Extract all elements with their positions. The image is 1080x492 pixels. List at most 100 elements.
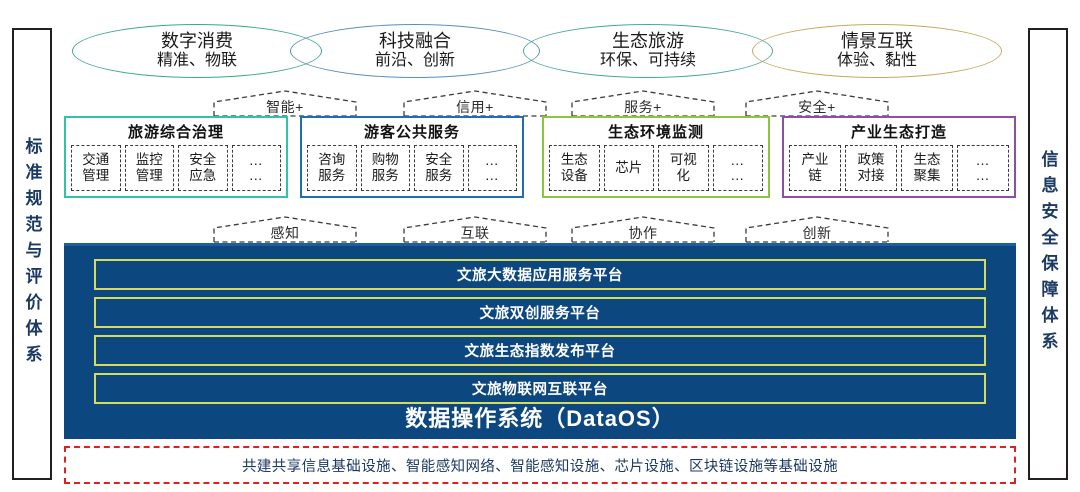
connector-perception: 感知 — [210, 214, 360, 244]
connector-label: 信用+ — [456, 99, 494, 115]
connector-label: 创新 — [802, 225, 832, 241]
infrastructure-strip: 共建共享信息基础设施、智能感知网络、智能感知设施、芯片设施、区块链设施等基础设施 — [64, 446, 1016, 484]
cell-line-2: … — [248, 167, 264, 183]
right-pillar-security: 信息安全保障体系 — [1028, 28, 1068, 480]
platform-bar-label: 文旅物联网互联平台 — [472, 382, 608, 398]
domain-cell-more[interactable]: … … — [467, 145, 517, 191]
domain-cell[interactable]: 安全 服务 — [414, 145, 464, 191]
left-pillar-standards: 标准规范与评价体系 — [12, 28, 52, 480]
connector-label: 互联 — [460, 225, 490, 241]
vision-title: 科技融合 — [378, 30, 451, 51]
panel-top-accent — [64, 243, 1016, 246]
domain-cell[interactable]: 交通 管理 — [71, 145, 121, 191]
domain-box-cells: 生态 设备 芯片 可视 化 … … — [549, 145, 763, 191]
vision-ellipse-text: 生态旅游 环保、可持续 — [600, 31, 696, 71]
domain-cell-more[interactable]: … … — [231, 145, 281, 191]
domain-box-cells: 交通 管理 监控 管理 安全 应急 … … — [71, 145, 281, 191]
cell-line-1: 安全 — [425, 151, 453, 167]
connector-label: 协作 — [628, 225, 658, 241]
cell-line-1: 购物 — [371, 151, 399, 167]
domain-cell[interactable]: 生态 聚集 — [901, 145, 953, 191]
cell-line-1: … — [730, 151, 746, 168]
domain-box-industry-ecosystem[interactable]: 产业生态打造 产业 链 政策 对接 生态 聚集 … … — [782, 116, 1016, 198]
connector-label: 服务+ — [624, 99, 662, 115]
pentagon-dashed-shape — [213, 216, 357, 243]
vision-ellipse-text: 科技融合 前沿、创新 — [375, 31, 455, 71]
cell-line-1: 监控 — [135, 151, 163, 167]
platform-bar-innovation[interactable]: 文旅双创服务平台 — [94, 297, 986, 328]
cell-line-1: … — [248, 151, 264, 168]
vision-subtitle: 精准、物联 — [156, 52, 237, 70]
vision-title: 数字消费 — [160, 30, 233, 51]
connector-interconnect: 互联 — [400, 214, 550, 244]
cell-line-2: … — [975, 167, 991, 183]
vision-subtitle: 环保、可持续 — [599, 52, 696, 70]
cell-line-2: 管理 — [82, 168, 110, 183]
cell-line-2: 服务 — [371, 168, 399, 183]
vision-ellipse-eco-tourism: 生态旅游 环保、可持续 — [523, 24, 773, 78]
domain-cell-more[interactable]: … … — [957, 145, 1009, 191]
cell-line-2: 化 — [676, 168, 691, 183]
domain-cell[interactable]: 政策 对接 — [845, 145, 897, 191]
cell-line-2: 应急 — [189, 168, 217, 183]
domain-cell[interactable]: 产业 链 — [789, 145, 841, 191]
vision-ellipse-digital-consumption: 数字消费 精准、物联 — [72, 24, 322, 78]
vision-subtitle: 体验、黏性 — [836, 52, 917, 70]
pentagon-dashed-shape — [571, 216, 715, 243]
connector-label: 智能+ — [266, 99, 304, 115]
vision-ellipse-tech-fusion: 科技融合 前沿、创新 — [290, 24, 540, 78]
cell-line-1: … — [975, 151, 991, 168]
vision-ellipse-text: 情景互联 体验、黏性 — [837, 31, 917, 71]
domain-box-cells: 咨询 服务 购物 服务 安全 服务 … … — [307, 145, 517, 191]
cell-line-2: 聚集 — [913, 168, 941, 183]
domain-cell[interactable]: 安全 应急 — [178, 145, 228, 191]
cell-line-1: 产业 — [801, 151, 829, 167]
data-os-title: 数据操作系统（DataOS） — [405, 406, 675, 431]
cell-line-1: 生态 — [913, 151, 941, 167]
domain-cell[interactable]: 可视 化 — [658, 145, 709, 191]
cell-line-1: 政策 — [857, 151, 885, 167]
connector-credit-plus: 信用+ — [400, 88, 550, 118]
connector-service-plus: 服务+ — [568, 88, 718, 118]
domain-cell[interactable]: 芯片 — [603, 145, 654, 191]
connector-label: 感知 — [270, 225, 300, 241]
domain-box-title: 生态环境监测 — [607, 124, 704, 141]
domain-box-tourism-governance[interactable]: 旅游综合治理 交通 管理 监控 管理 安全 应急 … … — [64, 116, 288, 198]
vision-ellipse-text: 数字消费 精准、物联 — [157, 31, 237, 71]
cell-line-1: 芯片 — [615, 159, 643, 175]
platform-panel: 文旅大数据应用服务平台 文旅双创服务平台 文旅生态指数发布平台 文旅物联网互联平… — [64, 243, 1016, 439]
cell-line-1: … — [484, 151, 500, 168]
platform-bar-label: 文旅双创服务平台 — [479, 306, 601, 322]
cell-line-1: 生态 — [560, 151, 588, 167]
vision-subtitle: 前沿、创新 — [374, 52, 455, 70]
domain-box-title: 旅游综合治理 — [127, 124, 224, 141]
cell-line-2: 服务 — [318, 168, 346, 183]
platform-bar-label: 文旅大数据应用服务平台 — [456, 268, 624, 284]
domain-cell[interactable]: 生态 设备 — [549, 145, 600, 191]
platform-bar-iot[interactable]: 文旅物联网互联平台 — [94, 373, 986, 404]
vision-title: 情景互联 — [840, 30, 913, 51]
connector-innovation: 创新 — [742, 214, 892, 244]
connector-label: 安全+ — [798, 99, 836, 115]
cell-line-1: 可视 — [669, 151, 697, 167]
domain-box-title: 产业生态打造 — [850, 124, 947, 141]
connector-smart-plus: 智能+ — [210, 88, 360, 118]
domain-cell[interactable]: 监控 管理 — [124, 145, 174, 191]
platform-bar-eco-index[interactable]: 文旅生态指数发布平台 — [94, 335, 986, 366]
domain-box-visitor-public-service[interactable]: 游客公共服务 咨询 服务 购物 服务 安全 服务 … … — [300, 116, 524, 198]
vision-ellipse-scenario-connect: 情景互联 体验、黏性 — [752, 24, 1002, 78]
domain-cell-more[interactable]: … … — [712, 145, 763, 191]
pentagon-dashed-shape — [745, 216, 889, 243]
platform-bar-label: 文旅生态指数发布平台 — [464, 344, 616, 360]
connector-collaboration: 协作 — [568, 214, 718, 244]
domain-cell[interactable]: 购物 服务 — [360, 145, 410, 191]
domain-box-eco-environment-monitoring[interactable]: 生态环境监测 生态 设备 芯片 可视 化 … … — [542, 116, 770, 198]
pentagon-dashed-shape — [403, 216, 547, 243]
domain-cell[interactable]: 咨询 服务 — [307, 145, 357, 191]
infrastructure-text: 共建共享信息基础设施、智能感知网络、智能感知设施、芯片设施、区块链设施等基础设施 — [242, 458, 838, 475]
cell-line-2: 对接 — [857, 168, 885, 183]
cell-line-1: 安全 — [189, 151, 217, 167]
cell-line-2: … — [730, 167, 746, 183]
platform-bar-bigdata[interactable]: 文旅大数据应用服务平台 — [94, 259, 986, 290]
